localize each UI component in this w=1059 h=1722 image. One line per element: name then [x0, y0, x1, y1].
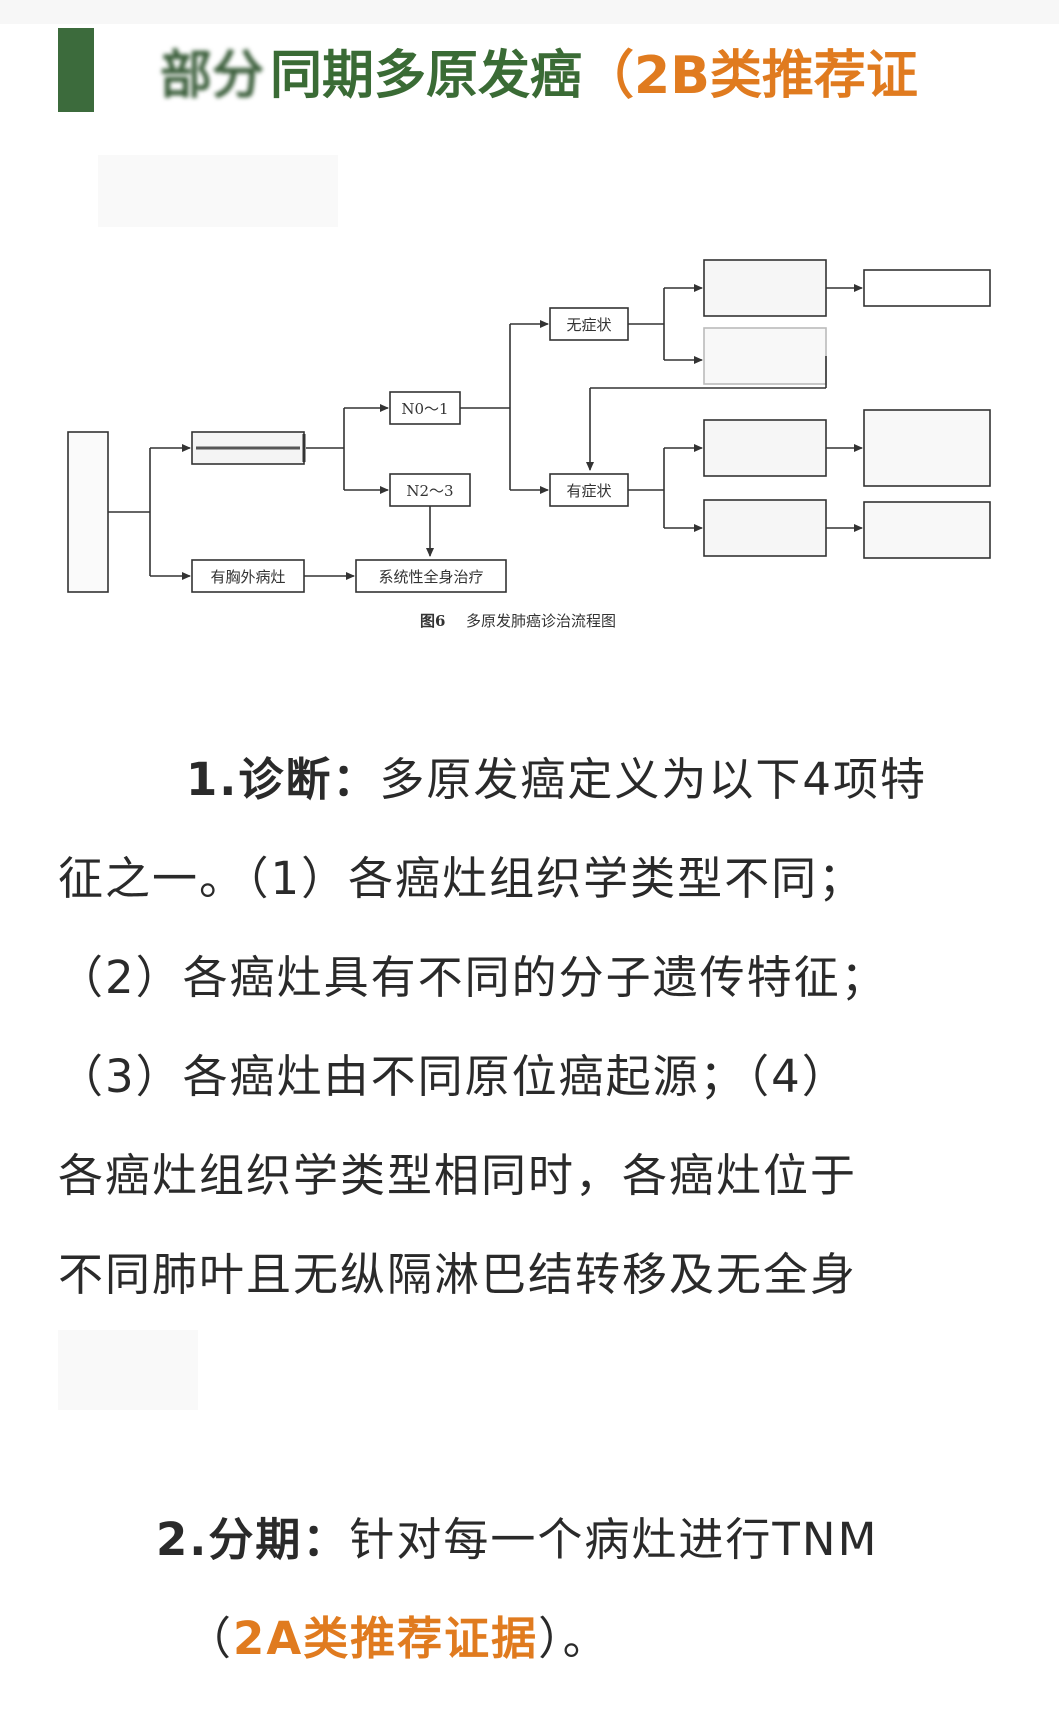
flowchart-diagram: 无症状 N0～1 N2～3 有症状 有胸外病灶 系统性全身治疗 图6 多原发肺癌… [67, 259, 991, 630]
diagnosis-line-2: 征之一。（1）各癌灶组织学类型不同； [58, 852, 866, 905]
staging-number: 2. [156, 1513, 209, 1566]
faded-block-2 [58, 1330, 198, 1410]
flow-label-no-symptom: 无症状 [566, 316, 611, 334]
faded-block [98, 155, 338, 227]
diagnosis-line-4: （3）各癌灶由不同原位癌起源；（4） [58, 1050, 849, 1103]
flow-node-systemic-box [355, 559, 507, 593]
title-blurred-glyphs: 部分 [160, 46, 265, 106]
flow-node-blurred-3 [703, 327, 827, 385]
diagnosis-line-1: 1.诊断：多原发癌定义为以下4项特 [58, 730, 1003, 829]
diagnosis-line-6: 不同肺叶且无纵隔淋巴结转移及无全身 [58, 1248, 858, 1301]
flow-node-no-symptom-box [549, 307, 629, 341]
staging-paren-open: （ [186, 1612, 234, 1665]
section-diagnosis: 1.诊断：多原发癌定义为以下4项特 征之一。（1）各癌灶组织学类型不同； （2）… [58, 730, 1003, 1324]
flow-node-blurred-6 [703, 499, 827, 557]
section-staging: 2.分期：针对每一个病灶进行TNM （2A类推荐证据）。 [58, 1490, 1003, 1688]
section-accent-bar [58, 28, 94, 112]
flow-node-blurred-5 [703, 419, 827, 477]
flow-node-blurred-8 [863, 501, 991, 559]
title-evidence-level: 2B类推荐证 [634, 46, 918, 106]
top-strip [0, 0, 1059, 24]
flow-node-blurred-2 [703, 259, 827, 317]
flow-label-has-symptom: 有症状 [566, 482, 611, 500]
diagnosis-heading: 诊断： [238, 753, 380, 806]
diagnosis-line-3: （2）各癌灶具有不同的分子遗传特征； [58, 951, 888, 1004]
flow-label-n2-3: N2～3 [406, 482, 453, 500]
diagnosis-line-5: 各癌灶组织学类型相同时，各癌灶位于 [58, 1149, 858, 1202]
flow-node-has-symptom-box [549, 473, 629, 507]
title-paren: （ [582, 46, 635, 106]
title-main: 同期多原发癌 [270, 46, 583, 106]
flow-node-n2-3-box [389, 473, 471, 507]
flow-label-systemic-therapy: 系统性全身治疗 [378, 568, 483, 586]
staging-evidence-level: 2A类推荐证据 [233, 1612, 539, 1665]
flow-caption-text: 多原发肺癌诊治流程图 [466, 612, 616, 630]
flow-node-blurred-7 [863, 409, 991, 487]
diagnosis-text-1: 多原发癌定义为以下4项特 [379, 753, 928, 806]
diagnosis-number: 1. [186, 753, 239, 806]
flow-caption-label: 图6 [420, 612, 445, 630]
staging-text-1: 针对每一个病灶进行TNM [349, 1513, 879, 1566]
flow-label-extra-thoracic: 有胸外病灶 [210, 568, 285, 586]
staging-line-1: 2.分期：针对每一个病灶进行TNM [58, 1490, 1003, 1589]
page-title: 部分同期多原发癌（2B类推荐证 [160, 40, 918, 112]
flow-node-extra-thoracic-box [191, 559, 305, 593]
staging-paren-close: ）。 [538, 1612, 610, 1665]
staging-line-2: （2A类推荐证据）。 [58, 1589, 1003, 1688]
flow-node-blurred-4 [863, 269, 991, 307]
flow-node-start [67, 431, 109, 593]
staging-heading: 分期： [208, 1513, 350, 1566]
flow-label-n0-1: N0～1 [401, 400, 448, 418]
